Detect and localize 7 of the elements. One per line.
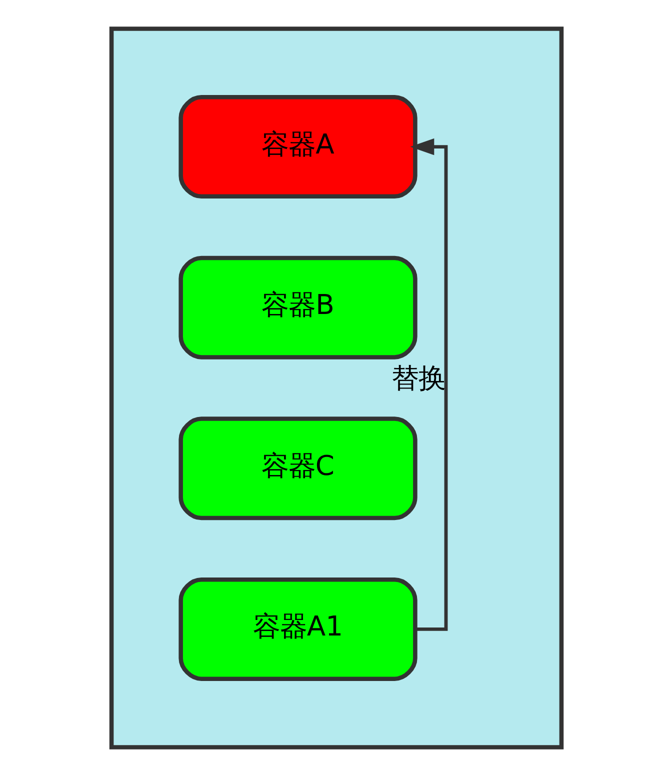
node-box: 容器A1 <box>178 577 417 681</box>
arrow <box>410 138 448 631</box>
cluster <box>108 26 564 750</box>
node-box: 容器B <box>178 256 417 360</box>
node-box: 容器A <box>178 95 417 199</box>
node-box: 容器C <box>178 416 417 520</box>
edge-label: 替换 <box>391 364 446 395</box>
